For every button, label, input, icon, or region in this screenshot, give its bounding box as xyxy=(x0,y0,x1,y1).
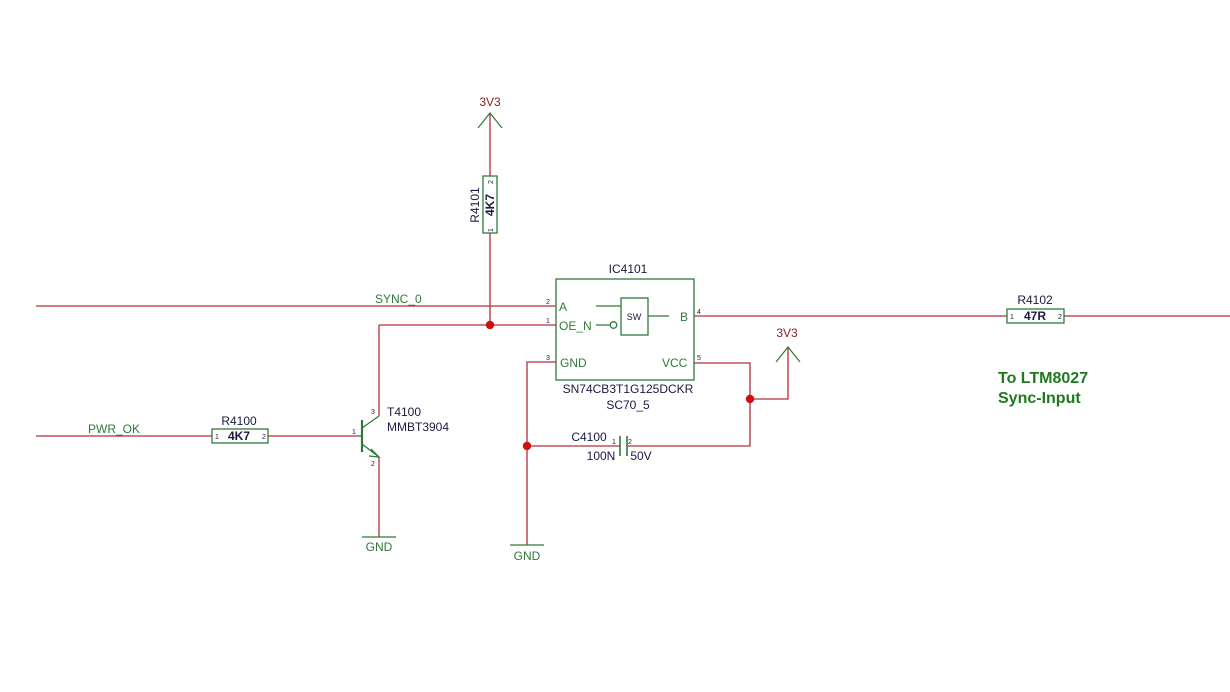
power-label-top: 3V3 xyxy=(479,95,501,109)
r4100-pin1: 1 xyxy=(215,434,219,441)
c4100-pin2: 2 xyxy=(628,439,632,446)
resistor-r4101 xyxy=(482,175,498,234)
junction-vcc xyxy=(745,394,755,404)
r4101-ref: R4101 xyxy=(468,187,482,223)
emitter-arrow-icon xyxy=(368,448,381,458)
t4100-pin-collector: 3 xyxy=(371,409,375,416)
t4100-ref: T4100 xyxy=(387,405,421,419)
ic-pin-b-name: B xyxy=(680,310,688,324)
net-label-sync0: SYNC_0 xyxy=(375,292,422,306)
note-line-1: To LTM8027 xyxy=(998,370,1088,387)
r4102-value: 47R xyxy=(1024,309,1046,323)
c4100-value: 100N xyxy=(587,449,616,463)
ic-pin-a-name: A xyxy=(559,300,567,314)
ic-pin-vcc-name: VCC xyxy=(662,356,688,370)
resistor-r4100 xyxy=(211,428,269,444)
wire-ic-gnd xyxy=(526,361,556,545)
gnd-label-left: GND xyxy=(366,540,393,554)
ic4101-body xyxy=(555,278,695,381)
ic4101-ref: IC4101 xyxy=(609,262,648,276)
r4102-ref: R4102 xyxy=(1017,293,1053,307)
resistor-r4102 xyxy=(1006,308,1065,324)
ic-pin-a-num: 2 xyxy=(546,299,550,306)
note-line-2: Sync-Input xyxy=(998,390,1081,407)
r4102-pin1: 1 xyxy=(1010,314,1014,321)
capacitor-c4100 xyxy=(619,436,628,456)
ic-pin-oe-num: 1 xyxy=(546,318,550,325)
r4101-pin2: 2 xyxy=(488,180,495,184)
ic4101-package: SC70_5 xyxy=(606,398,650,412)
r4102-pin2: 2 xyxy=(1058,314,1062,321)
ic4101-part: SN74CB3T1G125DCKR xyxy=(563,382,694,396)
r4101-value: 4K7 xyxy=(483,194,497,216)
ic-pin-oe-name: OE_N xyxy=(559,319,592,333)
t4100-pin-base: 1 xyxy=(352,429,356,436)
r4100-ref: R4100 xyxy=(221,414,257,428)
ic-pin-gnd-num: 3 xyxy=(546,355,550,362)
t4100-value: MMBT3904 xyxy=(387,420,449,434)
wire-c4100-right xyxy=(627,362,751,447)
power-label-right: 3V3 xyxy=(776,326,798,340)
wire-vcc-right xyxy=(750,347,789,400)
gnd-label-right: GND xyxy=(514,549,541,563)
c4100-voltage: 50V xyxy=(630,449,651,463)
r4101-pin1: 1 xyxy=(488,228,495,232)
c4100-pin1: 1 xyxy=(612,439,616,446)
switch-icon xyxy=(596,297,669,336)
ic-pin-gnd-name: GND xyxy=(560,356,587,370)
r4100-value: 4K7 xyxy=(228,429,250,443)
c4100-ref: C4100 xyxy=(571,430,607,444)
ic-pin-vcc-num: 5 xyxy=(697,355,701,362)
ic-pin-b-num: 4 xyxy=(697,309,701,316)
power-3v3-top xyxy=(477,112,503,129)
t4100-pin-emitter: 2 xyxy=(371,461,375,468)
ic4101-switch-label: SW xyxy=(627,312,642,322)
junction-gnd xyxy=(522,441,532,451)
r4100-pin2: 2 xyxy=(262,434,266,441)
transistor-t4100 xyxy=(358,415,381,458)
net-label-pwr-ok: PWR_OK xyxy=(88,422,140,436)
power-3v3-right xyxy=(775,346,801,363)
junction-oe xyxy=(485,320,495,330)
